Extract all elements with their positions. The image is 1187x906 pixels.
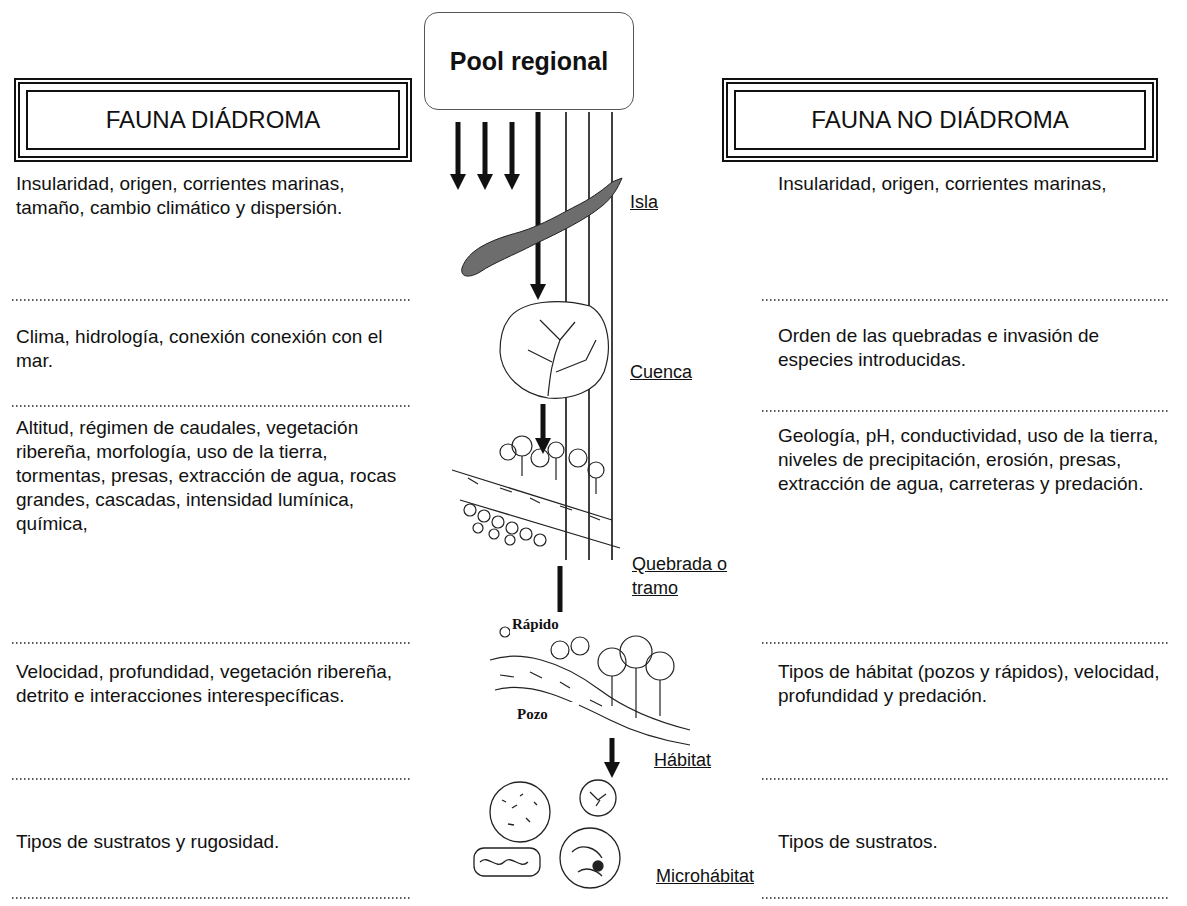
pool-box: Pool regional xyxy=(424,12,634,110)
habitat-type-label: Rápido xyxy=(510,612,584,636)
box-text: Pool regional xyxy=(450,47,608,76)
scale-label: Cuenca xyxy=(628,360,722,384)
scale-label: Isla xyxy=(628,190,692,214)
habitat-type-label: Pozo xyxy=(515,702,579,726)
box-text: FAUNA DIÁDROMA xyxy=(92,106,335,134)
basin-shape xyxy=(500,302,608,399)
factor-text: Tipos de hábitat (pozos y rápidos), velo… xyxy=(778,660,1170,708)
box-text: FAUNA NO DIÁDROMA xyxy=(797,106,1082,134)
factor-text: Geología, pH, conductividad, uso de la t… xyxy=(778,424,1170,496)
microhabitat-illustration xyxy=(474,780,620,888)
habitat-illustration xyxy=(490,627,690,745)
scale-label: Microhábitat xyxy=(654,864,788,888)
island-shape xyxy=(462,178,622,276)
header-box: FAUNA NO DIÁDROMA xyxy=(722,78,1158,162)
factor-text: Orden de las quebradas e invasión de esp… xyxy=(778,324,1170,372)
factor-text: Insularidad, origen, corrientes marinas,… xyxy=(16,172,406,220)
factor-text: Tipos de sustratos y rugosidad. xyxy=(16,830,408,854)
scale-label: Quebrada o tramo xyxy=(630,552,766,600)
factor-text: Clima, hidrología, conexión conexión con… xyxy=(16,325,406,373)
stream-illustration xyxy=(452,436,620,548)
scale-label: Hábitat xyxy=(652,748,756,772)
factor-text: Velocidad, profundidad, vegetación riber… xyxy=(16,660,408,708)
header-box: FAUNA DIÁDROMA xyxy=(14,78,412,162)
factor-text: Tipos de sustratos. xyxy=(778,830,1170,854)
separator xyxy=(12,300,1170,898)
factor-text: Insularidad, origen, corrientes marinas, xyxy=(778,172,1170,196)
factor-text: Altitud, régimen de caudales, vegetación… xyxy=(16,416,408,536)
